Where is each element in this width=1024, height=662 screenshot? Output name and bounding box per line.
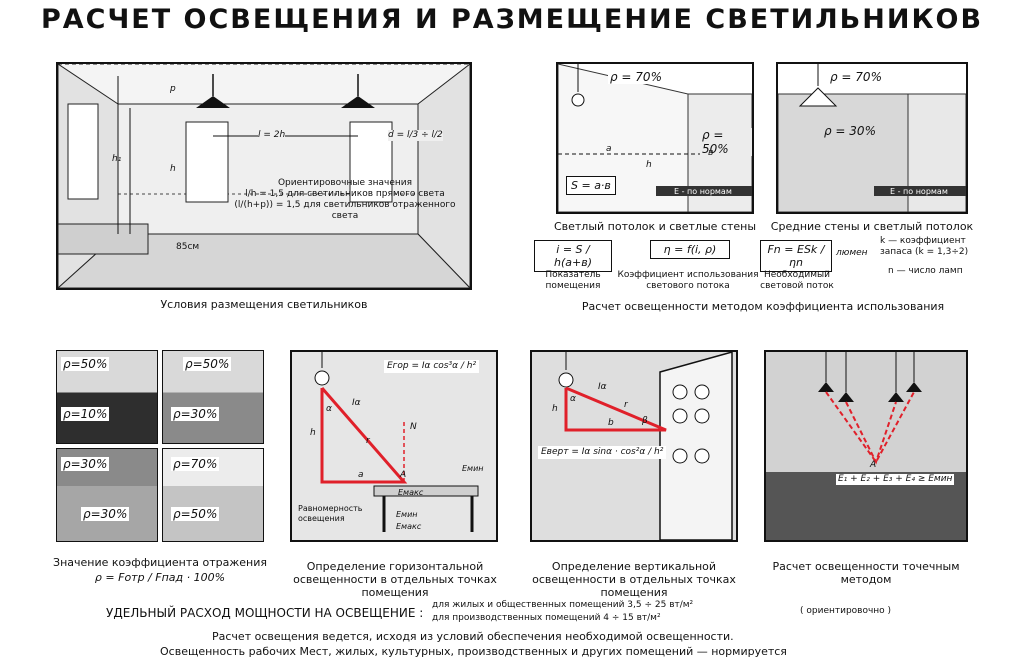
ceiling-reflectance: ρ = 70% [608,70,664,84]
point-method-caption: Расчет освещенности точечным методом [772,560,960,586]
label-h: h [170,164,176,174]
quadrant-3-top: ρ=30% [61,457,110,471]
lamp-count-label: n — число ламп [888,266,963,276]
power-industrial: для производственных помещений 4 ÷ 15 вт… [432,613,661,623]
power-residential: для жилых и общественных помещений 3,5 ÷… [432,600,694,610]
quadrant-2: ρ=50% ρ=30% [162,350,264,444]
safety-factor-label: k — коэффициент запаса (k = 1,3÷2) [880,236,969,257]
label-A: A [400,470,407,480]
quadrant-4: ρ=70% ρ=50% [162,448,264,542]
label-intensity: Iα [352,398,361,408]
horizontal-illuminance-caption: Определение горизонтальной освещенности … [293,560,497,599]
label-h1: h₁ [112,154,122,164]
label-r: r [624,400,628,410]
wall-reflectance: ρ = 30% [822,124,878,138]
label-spacing: l = 2h [258,130,286,141]
point-method-drawing [766,352,966,540]
uniformity-emin: Eмин [396,510,418,519]
label-h: h [310,428,316,438]
horizontal-formula: Eгор = Iα cos³α / h² [384,360,480,373]
quadrant-3: ρ=30% ρ=30% [56,448,158,542]
vertical-illuminance-caption: Определение вертикальной освещенности в … [532,560,736,599]
label-r: r [366,436,370,446]
vertical-formula: Eверт = Iα sinα · cos²α / h² [538,446,667,459]
horizontal-illuminance-panel: Eгор = Iα cos³α / h² Iα α h r a N A Eмин… [290,350,498,542]
flux-unit: люмен [836,248,868,258]
reflectance-grid: ρ=50% ρ=10% ρ=50% ρ=30% ρ=30% ρ=30% ρ=70… [56,350,264,542]
label-alpha: α [326,404,332,414]
ceiling-reflectance: ρ = 70% [828,70,884,84]
area-formula: S = a·в [566,176,616,195]
label-intensity: Iα [598,382,607,392]
room-index-formula: i = S / h(a+в) [534,240,612,272]
room-layout-drawing [58,64,470,288]
light-ceiling-light-walls-panel: ρ = 70% ρ = 50% a в h S = a·в E - по нор… [556,62,754,214]
medium-walls-light-ceiling-panel: ρ = 70% ρ = 30% E - по нормам [776,62,968,214]
point-label: A [870,460,877,470]
footer-line-2: Освещенность рабочих Мест, жилых, культу… [160,645,787,658]
room-layout-caption: Условия размещения светильников [160,298,368,311]
room-layout-panel: p h₁ h l = 2h d = l/3 ÷ l/2 85см Ориенти… [56,62,472,290]
point-formula: E₁ + E₂ + E₃ + E₄ ≥ Eмин [836,474,955,485]
quadrant-1: ρ=50% ρ=10% [56,350,158,444]
norm-label: E - по нормам [674,187,732,196]
label-wall-distance: d = l/3 ÷ l/2 [388,130,443,141]
label-emin: Eмин [462,464,484,473]
vertical-illuminance-panel: Eверт = Iα sinα · cos²α / h² Iα h r b α … [530,350,738,542]
uniformity-label: Равномерность освещения [298,504,363,523]
quadrant-2-top: ρ=50% [183,357,232,371]
wall-reflectance: ρ = 50% [700,128,752,156]
dim-b: в [708,148,714,158]
point-method-panel: A E₁ + E₂ + E₃ + E₄ ≥ Eмин [764,350,968,542]
quadrant-1-bottom: ρ=10% [61,407,110,421]
orientation-note: Ориентировочные значения l/h = 1,5 для с… [230,178,460,222]
reflectance-formula: ρ = Fотр / Fпад · 100% [94,571,226,584]
label-h: h [552,404,558,414]
utilization-label: Коэффициент использования светового пото… [617,270,759,291]
utilization-method-caption: Расчет освещенности методом коэффициента… [581,300,945,313]
label-b: b [608,418,614,428]
flux-label: Необходимый световой поток [760,270,834,291]
medium-room-caption: Средние стены и светлый потолок [770,220,974,233]
label-alpha: α [570,394,576,404]
power-note: ( ориентировочно ) [800,606,892,616]
reflectance-caption: Значение коэффициента отражения [53,556,267,569]
label-N: N [410,422,417,432]
dim-h: h [646,160,652,170]
quadrant-4-bottom: ρ=50% [171,507,220,521]
note-line-direct: l/h = 1,5 для светильников прямого света [245,189,445,199]
light-room-caption: Светлый потолок и светлые стены [553,220,757,233]
medium-room-drawing [778,64,966,212]
label-beta: β [642,416,648,426]
quadrant-3-bottom: ρ=30% [81,507,130,521]
label-p: p [170,84,176,94]
vertical-illuminance-drawing [558,352,733,540]
quadrant-4-top: ρ=70% [171,457,220,471]
utilization-formula: η = f(i, ρ) [650,240,730,259]
label-emax: Eмакс [398,488,424,497]
norm-label: E - по нормам [890,187,948,196]
dim-a: a [606,144,612,154]
flux-formula: Fn = ESk / ηn [760,240,832,272]
label-a: a [358,470,364,480]
room-index-label: Показатель помещения [545,270,601,291]
note-line-reflected: (l/(h+p)) = 1,5 для светильников отражен… [234,200,456,221]
power-heading: УДЕЛЬНЫЙ РАСХОД МОЩНОСТИ НА ОСВЕЩЕНИЕ : [106,606,424,620]
horizontal-illuminance-drawing [314,352,479,532]
label-table-height: 85см [176,242,200,252]
quadrant-1-top: ρ=50% [61,357,110,371]
page-title: РАСЧЕТ ОСВЕЩЕНИЯ И РАЗМЕЩЕНИЕ СВЕТИЛЬНИК… [40,4,984,35]
quadrant-2-bottom: ρ=30% [171,407,220,421]
footer-line-1: Расчет освещения ведется, исходя из усло… [212,630,734,643]
uniformity-emax: Eмакс [396,522,422,531]
note-title: Ориентировочные значения [277,178,413,188]
